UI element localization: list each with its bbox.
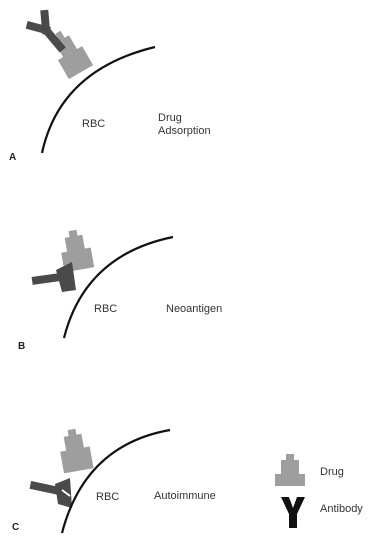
- legend: Drug Antibody: [275, 454, 363, 528]
- mechanism-label-b: Neoantigen: [166, 303, 222, 315]
- antibody-a: [25, 9, 66, 53]
- legend-drug-label: Drug: [320, 466, 344, 478]
- panel-b: RBC Neoantigen B: [18, 229, 222, 352]
- rbc-membrane-c: [60, 428, 171, 534]
- antibody-b: [31, 262, 76, 292]
- mechanism-label-a-line2: Adsorption: [158, 125, 211, 137]
- drug-molecule-c: [60, 428, 94, 474]
- rbc-label-b: RBC: [94, 303, 117, 315]
- panel-letter-a: A: [9, 152, 16, 163]
- rbc-label-a: RBC: [82, 118, 105, 130]
- legend-drug-icon: [275, 454, 305, 486]
- mechanism-label-c: Autoimmune: [154, 490, 216, 502]
- panel-a: RBC Drug Adsorption A: [9, 9, 211, 163]
- rbc-membrane-b: [62, 235, 174, 339]
- legend-antibody-icon: [281, 497, 305, 528]
- panel-letter-b: B: [18, 341, 25, 352]
- panel-letter-c: C: [12, 522, 19, 533]
- mechanism-label-a-line1: Drug: [158, 112, 182, 124]
- antibody-c: [29, 478, 72, 508]
- legend-antibody-label: Antibody: [320, 503, 363, 515]
- drug-molecule-b: [61, 229, 95, 273]
- drug-molecule-a: [55, 30, 94, 80]
- rbc-label-c: RBC: [96, 491, 119, 503]
- panel-c: RBC Autoimmune C: [12, 428, 216, 534]
- rbc-membrane-a: [40, 45, 156, 154]
